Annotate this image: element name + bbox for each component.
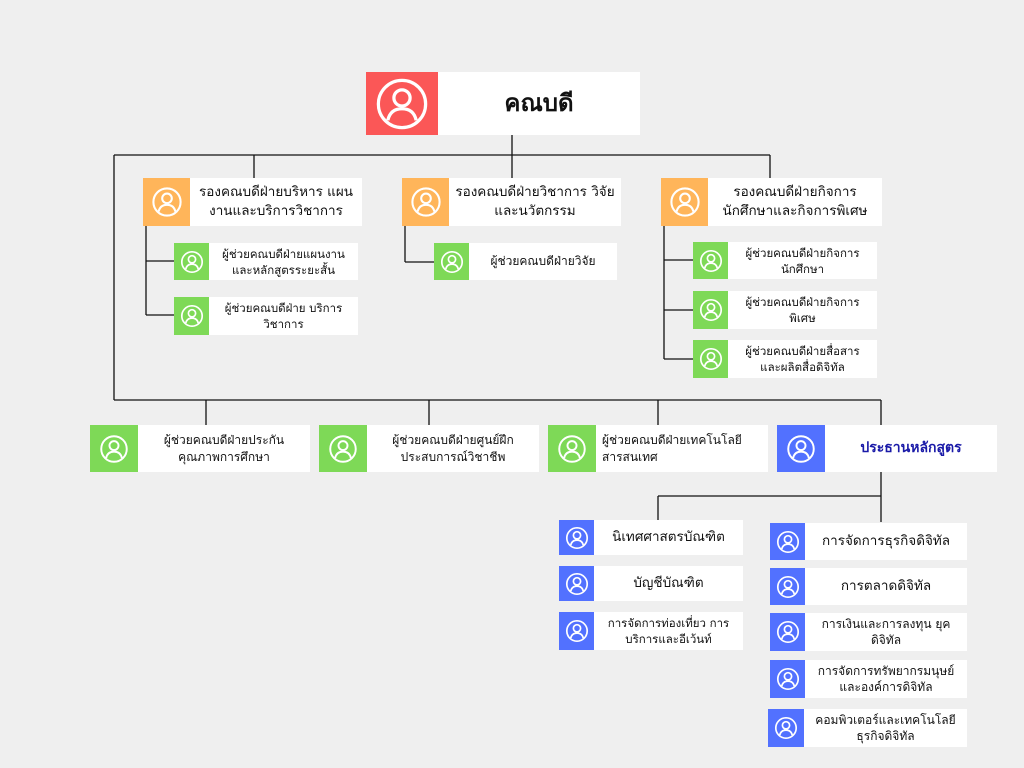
assistant-label: ผู้ช่วยคณบดีฝ่ายเทคโนโลยี สารสนเทศ <box>596 425 768 472</box>
vice-dean-academic: รองคณบดีฝ่ายวิชาการ วิจัย และนวัตกรรม <box>402 178 621 226</box>
program-chair: ประธานหลักสูตร <box>777 425 997 472</box>
program-accounting: บัญชีบัณฑิต <box>559 566 743 601</box>
program-digital-marketing: การตลาดดิจิทัล <box>770 568 967 605</box>
user-icon <box>559 612 594 650</box>
user-icon <box>693 242 728 279</box>
program-digital-business: การจัดการธุรกิจดิจิทัล <box>770 523 967 560</box>
vice-dean-student: รองคณบดีฝ่ายกิจการ นักศึกษาและกิจการพิเศ… <box>661 178 882 226</box>
user-icon <box>90 425 138 472</box>
user-icon <box>548 425 596 472</box>
user-icon <box>770 568 805 605</box>
program-label: การเงินและการลงทุน ยุคดิจิทัล <box>805 613 967 651</box>
vice-dean-label: รองคณบดีฝ่ายวิชาการ วิจัย และนวัตกรรม <box>449 178 621 226</box>
vice-dean-admin: รองคณบดีฝ่ายบริหาร แผนงานและบริการวิชากา… <box>143 178 362 226</box>
dean-node: คณบดี <box>366 72 640 135</box>
program-label: การจัดการท่องเที่ยว การ บริการและอีเว้นท… <box>594 612 743 650</box>
program-label: คอมพิวเตอร์และเทคโนโลยี ธุรกิจดิจิทัล <box>804 709 967 747</box>
assistant-label: ผู้ช่วยคณบดีฝ่ายกิจการ พิเศษ <box>728 291 877 329</box>
program-label: การตลาดดิจิทัล <box>805 568 967 605</box>
program-label: นิเทศศาสตรบัณฑิต <box>594 520 743 555</box>
program-label: การจัดการทรัพยากรมนุษย์ และองค์การดิจิทั… <box>805 660 967 698</box>
user-icon <box>434 243 469 280</box>
user-icon <box>402 178 449 226</box>
assistant-label: ผู้ช่วยคณบดีฝ่ายศูนย์ฝึก ประสบการณ์วิชาช… <box>367 425 539 472</box>
user-icon <box>770 523 805 560</box>
user-icon <box>770 660 805 698</box>
assistant-special-affairs: ผู้ช่วยคณบดีฝ่ายกิจการ พิเศษ <box>693 291 877 329</box>
assistant-planning: ผู้ช่วยคณบดีฝ่ายแผนงาน และหลักสูตรระยะสั… <box>174 243 358 280</box>
assistant-research: ผู้ช่วยคณบดีฝ่ายวิจัย <box>434 243 617 280</box>
assistant-quality-assurance: ผู้ช่วยคณบดีฝ่ายประกัน คุณภาพการศึกษา <box>90 425 310 472</box>
user-icon <box>768 709 804 747</box>
assistant-label: ผู้ช่วยคณบดีฝ่าย บริการวิชาการ <box>209 297 358 335</box>
program-label: บัญชีบัณฑิต <box>594 566 743 601</box>
user-icon <box>143 178 190 226</box>
user-icon <box>559 520 594 555</box>
user-icon <box>366 72 438 135</box>
vice-dean-label: รองคณบดีฝ่ายกิจการ นักศึกษาและกิจการพิเศ… <box>708 178 882 226</box>
assistant-label: ผู้ช่วยคณบดีฝ่ายวิจัย <box>469 243 617 280</box>
program-tourism: การจัดการท่องเที่ยว การ บริการและอีเว้นท… <box>559 612 743 650</box>
user-icon <box>559 566 594 601</box>
assistant-academic-service: ผู้ช่วยคณบดีฝ่าย บริการวิชาการ <box>174 297 358 335</box>
assistant-communication: ผู้ช่วยคณบดีฝ่ายสื่อสาร และผลิตสื่อดิจิท… <box>693 340 877 378</box>
program-computer-digital-business: คอมพิวเตอร์และเทคโนโลยี ธุรกิจดิจิทัล <box>768 709 967 747</box>
assistant-label: ผู้ช่วยคณบดีฝ่ายแผนงาน และหลักสูตรระยะสั… <box>209 243 358 280</box>
user-icon <box>770 613 805 651</box>
program-label: การจัดการธุรกิจดิจิทัล <box>805 523 967 560</box>
user-icon <box>777 425 825 472</box>
assistant-label: ผู้ช่วยคณบดีฝ่ายกิจการ นักศึกษา <box>728 242 877 279</box>
assistant-student-affairs: ผู้ช่วยคณบดีฝ่ายกิจการ นักศึกษา <box>693 242 877 279</box>
program-digital-hr: การจัดการทรัพยากรมนุษย์ และองค์การดิจิทั… <box>770 660 967 698</box>
user-icon <box>693 340 728 378</box>
vice-dean-label: รองคณบดีฝ่ายบริหาร แผนงานและบริการวิชากา… <box>190 178 362 226</box>
user-icon <box>661 178 708 226</box>
user-icon <box>319 425 367 472</box>
assistant-training-center: ผู้ช่วยคณบดีฝ่ายศูนย์ฝึก ประสบการณ์วิชาช… <box>319 425 539 472</box>
assistant-label: ผู้ช่วยคณบดีฝ่ายสื่อสาร และผลิตสื่อดิจิท… <box>728 340 877 378</box>
user-icon <box>174 297 209 335</box>
program-communication-arts: นิเทศศาสตรบัณฑิต <box>559 520 743 555</box>
user-icon <box>174 243 209 280</box>
program-digital-finance: การเงินและการลงทุน ยุคดิจิทัล <box>770 613 967 651</box>
assistant-it: ผู้ช่วยคณบดีฝ่ายเทคโนโลยี สารสนเทศ <box>548 425 768 472</box>
assistant-label: ผู้ช่วยคณบดีฝ่ายประกัน คุณภาพการศึกษา <box>138 425 310 472</box>
program-chair-label: ประธานหลักสูตร <box>825 425 997 472</box>
user-icon <box>693 291 728 329</box>
dean-label: คณบดี <box>438 72 640 135</box>
